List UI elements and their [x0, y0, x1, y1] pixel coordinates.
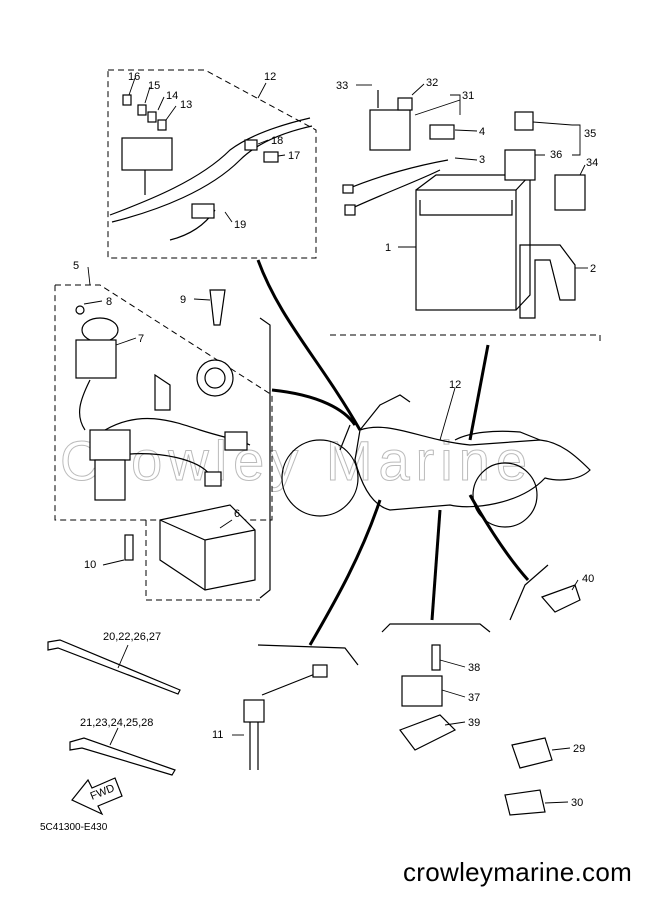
label-31: 31: [462, 90, 474, 102]
label-11: 11: [212, 729, 223, 741]
label-8: 8: [106, 296, 112, 308]
leader-to-battery-box: [468, 344, 490, 441]
label-7: 7: [138, 333, 144, 345]
label-35: 35: [584, 128, 596, 140]
label-18: 18: [271, 135, 283, 147]
leader-to-relay-box: [430, 509, 442, 621]
wire-harness-detail: [109, 94, 313, 241]
label-16: 16: [128, 71, 140, 83]
label-39: 39: [468, 717, 480, 729]
watermark-text: Crowley Marine: [60, 429, 533, 492]
label-13: 13: [180, 99, 192, 111]
label-15: 15: [148, 80, 160, 92]
clamps: [504, 737, 553, 816]
label-40: 40: [582, 573, 594, 585]
part-labels: 1 2 3 4 5 6 7 8 9 10 11 12 12 13 14 15 1…: [73, 71, 598, 809]
label-30: 30: [571, 797, 583, 809]
label-12-harness: 12: [264, 71, 276, 83]
leader-to-sensor-box: [308, 499, 382, 646]
bracket-parts: [540, 584, 581, 613]
label-5: 5: [73, 260, 79, 272]
label-19: 19: [234, 219, 246, 231]
label-34: 34: [586, 157, 598, 169]
website-footer: crowleymarine.com: [403, 857, 633, 887]
label-29: 29: [573, 743, 585, 755]
label-6: 6: [234, 508, 240, 520]
cable-ties: [47, 639, 181, 776]
motorcycle-outline: [281, 394, 591, 528]
switch-parts: [75, 289, 251, 561]
switch-detail-box: [54, 284, 273, 521]
harness-detail-box: [107, 69, 317, 259]
label-12-motorcycle: 12: [449, 379, 461, 391]
label-9: 9: [180, 294, 186, 306]
leader-to-bracket-box: [468, 494, 530, 582]
label-38: 38: [468, 662, 480, 674]
fwd-arrow: FWD: [71, 777, 123, 816]
label-leaders: [83, 77, 588, 804]
label-1: 1: [385, 242, 391, 254]
label-37: 37: [468, 692, 480, 704]
ecu-detail-box: [145, 520, 260, 601]
leader-to-switch-box: [271, 388, 357, 426]
label-32: 32: [426, 77, 438, 89]
label-36: 36: [550, 149, 562, 161]
ecu-unit: [159, 504, 256, 591]
battery-detail-box: [330, 334, 601, 345]
diagram-code: 5C41300-E430: [40, 822, 108, 833]
label-14: 14: [166, 90, 178, 102]
label-17: 17: [288, 150, 300, 162]
label-21-23-24-25-28: 21,23,24,25,28: [80, 717, 153, 729]
relay-parts: [399, 644, 457, 751]
battery-parts: [342, 90, 586, 319]
label-3: 3: [479, 154, 485, 166]
label-10: 10: [84, 559, 96, 571]
leader-to-harness-box: [256, 259, 362, 431]
label-4: 4: [479, 126, 485, 138]
sensor-parts: [243, 664, 328, 770]
label-20-22-26-27: 20,22,26,27: [103, 631, 161, 643]
label-2: 2: [590, 263, 596, 275]
label-33: 33: [336, 80, 348, 92]
